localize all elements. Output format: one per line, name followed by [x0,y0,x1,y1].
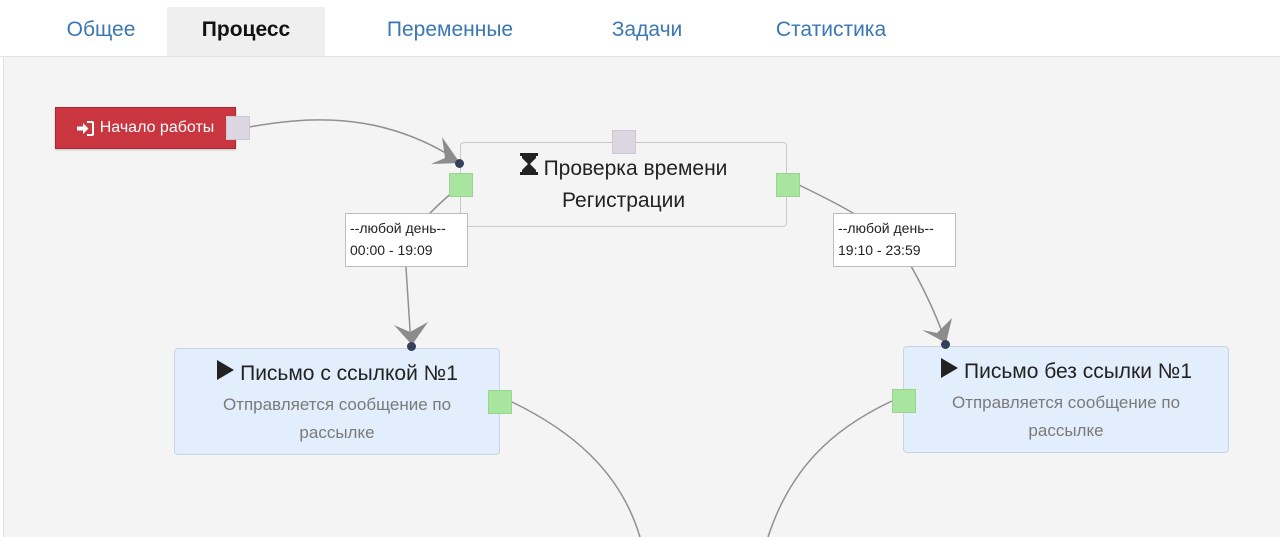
play-icon [216,359,235,389]
mail-without-link-description: Отправляется сообщение по рассылке [951,393,1181,440]
time-check-output-port-right[interactable] [776,173,800,197]
time-check-input-port[interactable] [612,130,636,154]
mail-without-link-anchor-dot [941,340,950,349]
edge-label-left-day: --любой день-- [350,220,446,236]
time-check-output-port-left[interactable] [449,173,473,197]
mail-with-link-description: Отправляется сообщение по рассылке [222,395,452,442]
mail-with-link-node[interactable]: Письмо с ссылкой №1 Отправляется сообщен… [174,348,500,455]
play-icon [940,357,958,387]
edge-label-right[interactable]: --любой день-- 19:10 - 23:59 [833,213,956,267]
sign-in-icon [76,120,94,136]
tab-statistics[interactable]: Статистика [775,18,887,41]
mail-with-link-output-port[interactable] [488,390,512,414]
mail-with-link-title: Письмо с ссылкой №1 [240,362,458,385]
edge-label-right-time: 19:10 - 23:59 [838,242,921,258]
start-node-label: Начало работы [99,119,215,136]
start-node-port[interactable] [226,116,250,140]
time-check-title: Проверка времени [543,157,728,180]
mail-without-link-title: Письмо без ссылки №1 [964,360,1192,383]
time-check-subtitle: Регистрации [561,189,686,212]
tab-process[interactable]: Процесс [167,7,325,56]
edge-label-right-day: --любой день-- [838,220,934,236]
mail-without-link-input-port[interactable] [892,389,916,413]
hourglass-icon [519,153,538,185]
tab-tasks[interactable]: Задачи [611,18,683,41]
mail-with-link-anchor-dot [407,342,416,351]
time-check-anchor-dot [455,159,464,168]
tab-general[interactable]: Общее [66,18,136,41]
edge-label-left[interactable]: --любой день-- 00:00 - 19:09 [345,213,468,267]
tab-variables[interactable]: Переменные [386,18,514,41]
start-node[interactable]: Начало работы [55,107,236,149]
tab-bar: Общее Процесс Переменные Задачи Статисти… [0,0,1280,57]
edge-label-left-time: 00:00 - 19:09 [350,242,433,258]
mail-without-link-node[interactable]: Письмо без ссылки №1 Отправляется сообще… [903,346,1229,453]
time-check-node[interactable]: Проверка времени Регистрации [460,142,787,227]
